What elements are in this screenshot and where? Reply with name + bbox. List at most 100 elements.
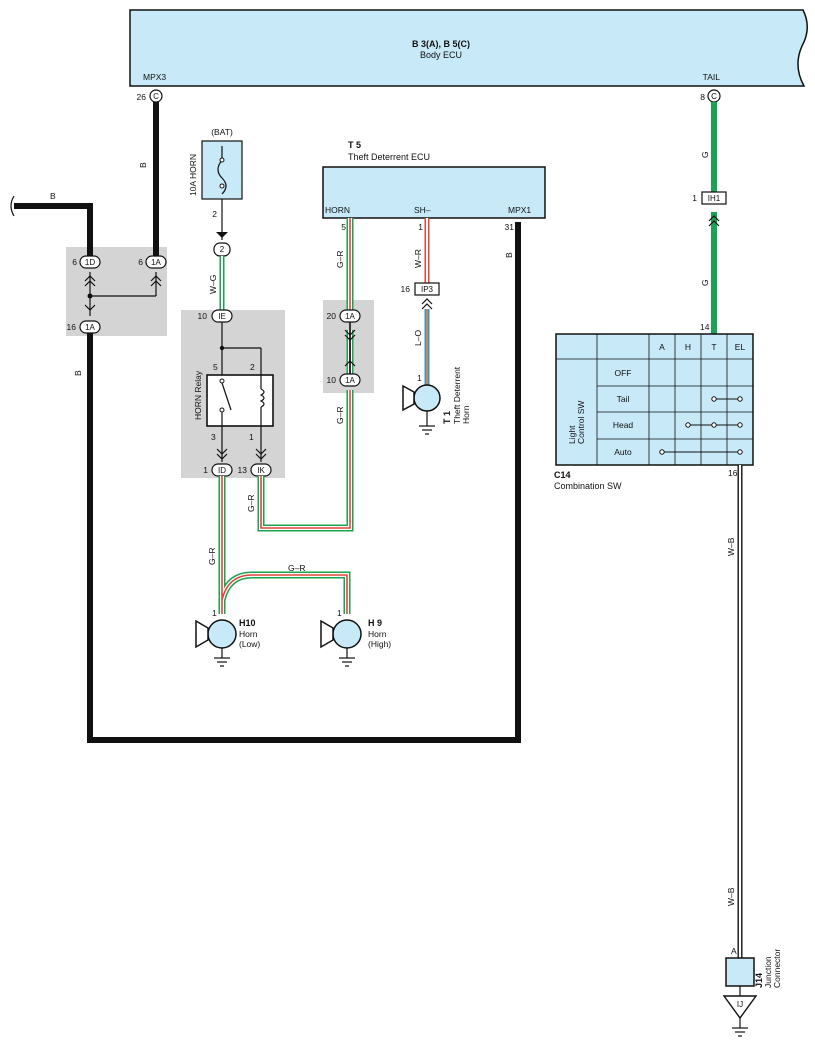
- wire-label-w-b-1: W–B: [726, 537, 736, 556]
- fuse-pin: 2: [212, 209, 217, 219]
- horn-low-id: H10: [239, 618, 256, 628]
- wire-break-mark: [10, 195, 15, 217]
- wire-label-g-2: G: [700, 279, 710, 286]
- connector-ip3: IP3 16: [401, 282, 440, 310]
- horn-low: 1 H10 Horn (Low): [195, 608, 260, 667]
- wire-label-w-g: W–G: [208, 275, 218, 294]
- horn-high-pin: 1: [337, 608, 342, 618]
- combo-side-label-2: Control SW: [576, 401, 586, 444]
- wire-w-g: W–G: [208, 256, 225, 310]
- wire-w-r: W–R: [413, 218, 430, 283]
- relay-pin-3: 3: [211, 432, 216, 442]
- combo-row-off: OFF: [615, 368, 632, 378]
- relay-name: HORN Relay: [193, 370, 203, 420]
- combo-col-h: H: [685, 342, 691, 352]
- connector-fuse-out-label: 2: [220, 245, 225, 254]
- fuse-10a-horn: (BAT) 10A HORN 2: [188, 127, 243, 219]
- body-ecu-conn-left: C: [153, 92, 159, 101]
- theft-horn-id: T 1: [442, 411, 452, 424]
- body-ecu-name: Body ECU: [420, 50, 462, 60]
- connector-relay-out-1-pin: 1: [203, 465, 208, 475]
- connector-ih1: IH1 1: [692, 191, 727, 205]
- combo-row-auto: Auto: [614, 447, 632, 457]
- theft-ecu-mpx1-label: MPX1: [508, 205, 531, 215]
- combo-name: Combination SW: [554, 481, 622, 491]
- horn-icon: [413, 384, 441, 412]
- combo-pin-16: 16: [728, 468, 738, 478]
- jb-mid-top-conn: 1A: [345, 312, 355, 321]
- jb-left-2-conn: 1A: [151, 258, 161, 267]
- body-ecu-conn-right: C: [711, 92, 717, 101]
- connector-relay-out-1: ID 1: [203, 463, 233, 477]
- jb-mid-bot-conn: 1A: [345, 376, 355, 385]
- horn-low-line1: Horn: [239, 629, 258, 639]
- theft-ecu-pin-5: 5: [341, 222, 346, 232]
- j14-conn: IJ: [737, 1000, 743, 1009]
- theft-ecu-name: Theft Deterrent ECU: [348, 152, 430, 162]
- relay-pin-2: 2: [250, 362, 255, 372]
- junction-left-connectors: 1D 6 1A 6 1A 16: [67, 255, 167, 334]
- jb-left-1-pin: 6: [72, 257, 77, 267]
- horn-high-icon: [332, 619, 362, 649]
- combo-col-t: T: [711, 342, 716, 352]
- wire-label-b-2: B: [138, 162, 148, 168]
- connector-relay-out-1-label: ID: [218, 466, 226, 475]
- jb-left-1-conn: 1D: [85, 258, 95, 267]
- combo-col-el: EL: [735, 342, 746, 352]
- connector-ih1-pin: 1: [692, 193, 697, 203]
- junction-connector-j14: A J14 Junction Connector IJ: [722, 946, 782, 1037]
- combo-col-a: A: [659, 342, 665, 352]
- connector-ih1-label: IH1: [708, 194, 721, 203]
- wire-w-b: W–B W–B: [726, 465, 743, 958]
- connector-relay-out-2-pin: 13: [238, 465, 248, 475]
- combination-switch: 14 A H T EL OFF Tail Head Auto Light Con…: [554, 322, 754, 491]
- wire-label-g-r-1: G–R: [335, 251, 345, 268]
- wire-label-g-r-5: G–R: [288, 563, 305, 573]
- wire-b-mpx1-loop: [87, 222, 521, 743]
- jb-left-3-conn: 1A: [85, 323, 95, 332]
- body-ecu-pin-26: 26: [137, 92, 147, 102]
- horn-relay: 5 2 HORN Relay 3 1: [193, 322, 274, 462]
- wire-label-g-r-2: G–R: [335, 407, 345, 424]
- wire-label-g-r-3: G–R: [246, 495, 256, 512]
- horn-low-icon: [207, 619, 237, 649]
- theft-ecu-id: T 5: [348, 140, 361, 150]
- body-ecu-mpx3-label: MPX3: [143, 72, 166, 82]
- fuse-source: (BAT): [211, 127, 233, 137]
- combo-side-label-1: Light: [567, 425, 577, 444]
- j14-line1: Junction: [763, 956, 773, 988]
- theft-horn-line2: Horn: [461, 405, 471, 424]
- connector-relay-in: IE 10: [198, 309, 233, 323]
- wire-g-group: G G: [700, 102, 720, 334]
- horn-high-line2: (High): [368, 639, 391, 649]
- jb-left-2-pin: 6: [138, 257, 143, 267]
- jb-mid-top-pin: 20: [327, 311, 337, 321]
- horn-low-pin: 1: [212, 608, 217, 618]
- combo-pin-14: 14: [700, 322, 710, 332]
- wire-b-left-in: [14, 203, 93, 256]
- arrow-fuse-out: [216, 232, 228, 238]
- wire-label-b-4: B: [504, 252, 514, 258]
- wire-label-l-o: L–O: [413, 330, 423, 346]
- connector-ip3-label: IP3: [421, 285, 434, 294]
- j14-line2: Connector: [772, 949, 782, 988]
- wire-label-w-r: W–R: [413, 249, 423, 268]
- horn-low-line2: (Low): [239, 639, 260, 649]
- theft-horn: 1 T 1 Theft Deterrent Horn: [402, 366, 471, 435]
- horn-high: 1 H 9 Horn (High): [320, 608, 391, 667]
- junction-left-internal: [84, 272, 162, 316]
- junction-middle-internal: 1A 20 1A 10: [327, 309, 361, 387]
- j14-pin: A: [731, 946, 737, 956]
- theft-ecu-pin-31: 31: [505, 222, 515, 232]
- jb-left-3-pin: 16: [67, 322, 77, 332]
- connector-fuse-out: 2: [213, 242, 231, 257]
- horn-high-line1: Horn: [368, 629, 387, 639]
- j14-id: J14: [754, 973, 764, 988]
- wire-label-b-1: B: [50, 191, 56, 201]
- body-ecu-tail-label: TAIL: [703, 72, 721, 82]
- fuse-name: 10A HORN: [188, 154, 198, 196]
- wire-l-o: L–O: [413, 309, 430, 385]
- relay-pin-1: 1: [249, 432, 254, 442]
- relay-pin-5: 5: [213, 362, 218, 372]
